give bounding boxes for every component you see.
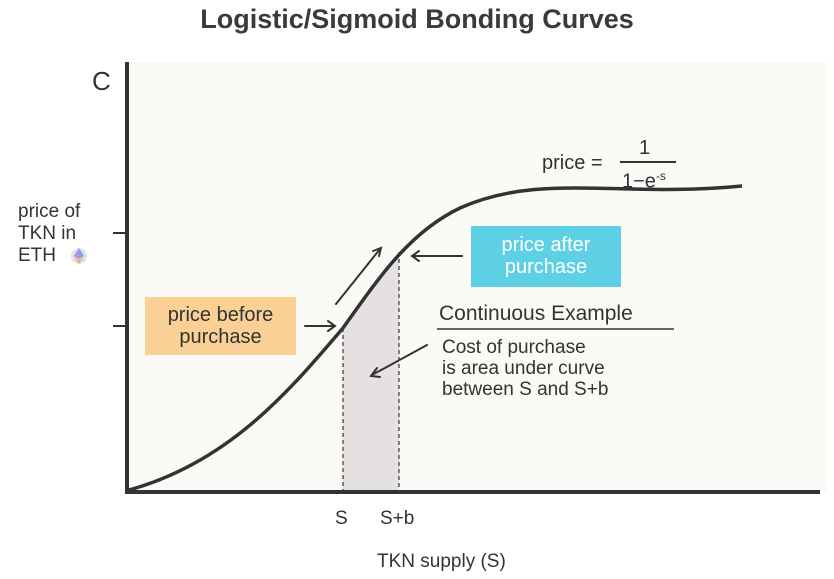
- shaded-area: [343, 252, 399, 492]
- formula-lhs: price =: [542, 152, 603, 174]
- formula-exponent: -s: [655, 169, 666, 183]
- formula-denominator-base: 1−e: [622, 170, 656, 193]
- price-before-line2: purchase: [179, 326, 262, 348]
- example-line3: between S and S+b: [442, 379, 609, 400]
- y-axis-label-line3: ETH: [18, 245, 56, 266]
- ethereum-icon: [71, 248, 87, 264]
- price-after-line2: purchase: [504, 256, 588, 278]
- formula-numerator: 1: [639, 137, 651, 159]
- arrow-area-head: [369, 367, 381, 378]
- price-before-line1: price before: [167, 304, 274, 326]
- tick-label-sb: S+b: [380, 508, 415, 529]
- top-axis-label: C: [92, 66, 111, 96]
- arrow-area: [371, 344, 428, 376]
- sigmoid-curve: [128, 184, 743, 492]
- example-line1: Cost of purchase: [442, 337, 586, 358]
- x-axis-label: TKN supply (S): [377, 551, 506, 572]
- y-axis-label-line1: price of: [18, 201, 81, 222]
- example-heading: Continuous Example: [439, 302, 633, 325]
- price-after-box: [471, 226, 621, 287]
- price-before-box: [145, 297, 296, 355]
- arrow-up-curve: [335, 248, 381, 305]
- arrow-before-head: [327, 320, 337, 332]
- arrow-up-curve-head: [372, 246, 383, 257]
- y-axis-label-line2: TKN in: [18, 223, 77, 244]
- formula-denominator: 1−e-s: [622, 165, 666, 193]
- arrow-after-head: [410, 250, 420, 262]
- tick-label-s: S: [335, 508, 348, 529]
- price-after-line1: price after: [501, 234, 591, 256]
- example-line2: is area under curve: [442, 358, 605, 379]
- diagram-title: Logistic/Sigmoid Bonding Curves: [200, 4, 634, 34]
